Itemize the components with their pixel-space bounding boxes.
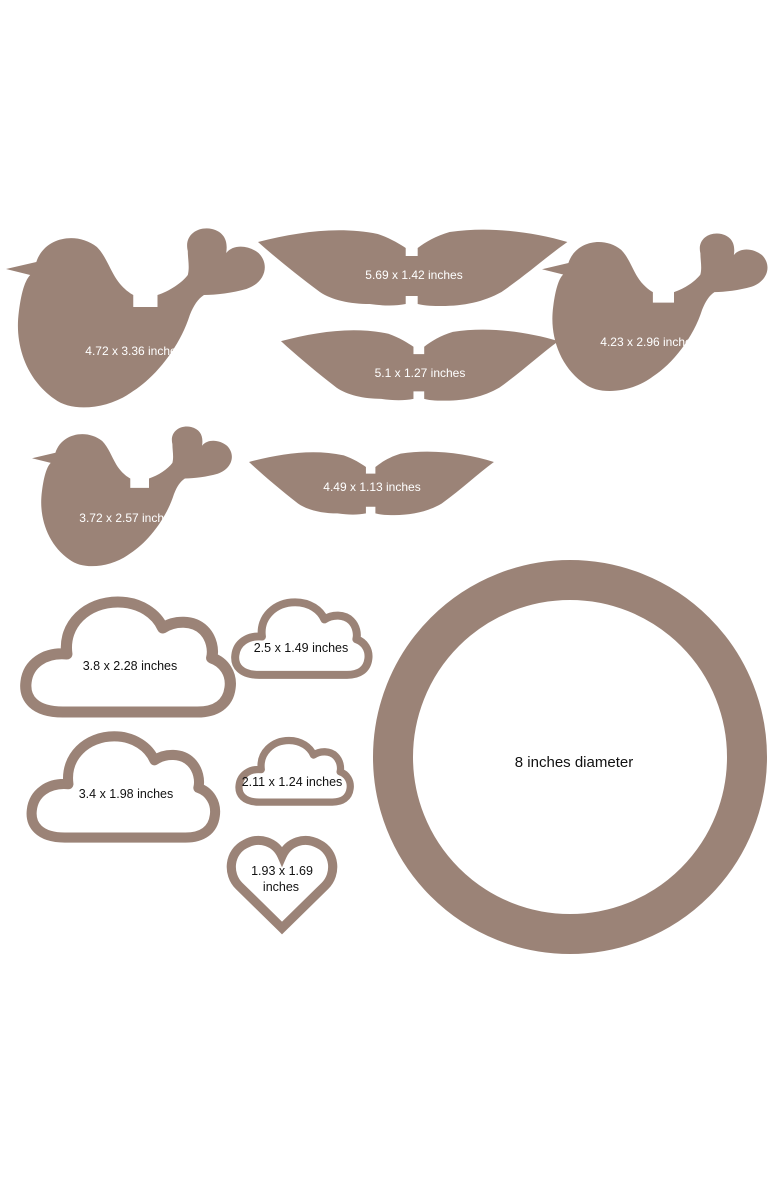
cloud-3-label: 3.4 x 1.98 inches bbox=[79, 787, 174, 801]
cloud-4: 2.11 x 1.24 inches bbox=[239, 740, 350, 802]
wing-small-label: 4.49 x 1.13 inches bbox=[323, 480, 420, 494]
cloud-2-shape bbox=[235, 602, 368, 675]
bird-medium: 4.23 x 2.96 inches bbox=[542, 233, 768, 392]
wing-medium-label: 5.1 x 1.27 inches bbox=[375, 366, 466, 380]
ring-label: 8 inches diameter bbox=[515, 754, 633, 771]
cloud-2: 2.5 x 1.49 inches bbox=[235, 602, 368, 675]
bird-small-shape bbox=[32, 426, 232, 567]
bird-small-label: 3.72 x 2.57 inches bbox=[79, 511, 176, 525]
cloud-1-shape bbox=[26, 602, 231, 712]
cloud-1: 3.8 x 2.28 inches bbox=[26, 602, 231, 712]
bird-large-shape bbox=[6, 228, 265, 408]
heart: 1.93 x 1.69 inches bbox=[231, 840, 332, 928]
wing-large: 5.69 x 1.42 inches bbox=[258, 229, 568, 306]
ring: 8 inches diameter bbox=[373, 560, 767, 954]
heart-label-line2: inches bbox=[263, 880, 299, 894]
cloud-1-label: 3.8 x 2.28 inches bbox=[83, 659, 178, 673]
bird-large: 4.72 x 3.36 inches bbox=[6, 228, 265, 408]
cloud-4-shape bbox=[239, 740, 350, 802]
bird-large-label: 4.72 x 3.36 inches bbox=[85, 344, 182, 358]
heart-label-line1: 1.93 x 1.69 bbox=[251, 864, 313, 878]
bird-medium-label: 4.23 x 2.96 inches bbox=[600, 335, 697, 349]
cloud-2-label: 2.5 x 1.49 inches bbox=[254, 641, 349, 655]
bird-small: 3.72 x 2.57 inches bbox=[32, 426, 232, 567]
ring-shape bbox=[373, 560, 767, 954]
wing-small: 4.49 x 1.13 inches bbox=[249, 451, 494, 516]
cloud-3: 3.4 x 1.98 inches bbox=[32, 736, 216, 837]
wing-medium: 5.1 x 1.27 inches bbox=[281, 329, 559, 401]
cloud-4-label: 2.11 x 1.24 inches bbox=[242, 775, 343, 789]
bird-medium-shape bbox=[542, 233, 768, 392]
wing-large-label: 5.69 x 1.42 inches bbox=[365, 268, 462, 282]
